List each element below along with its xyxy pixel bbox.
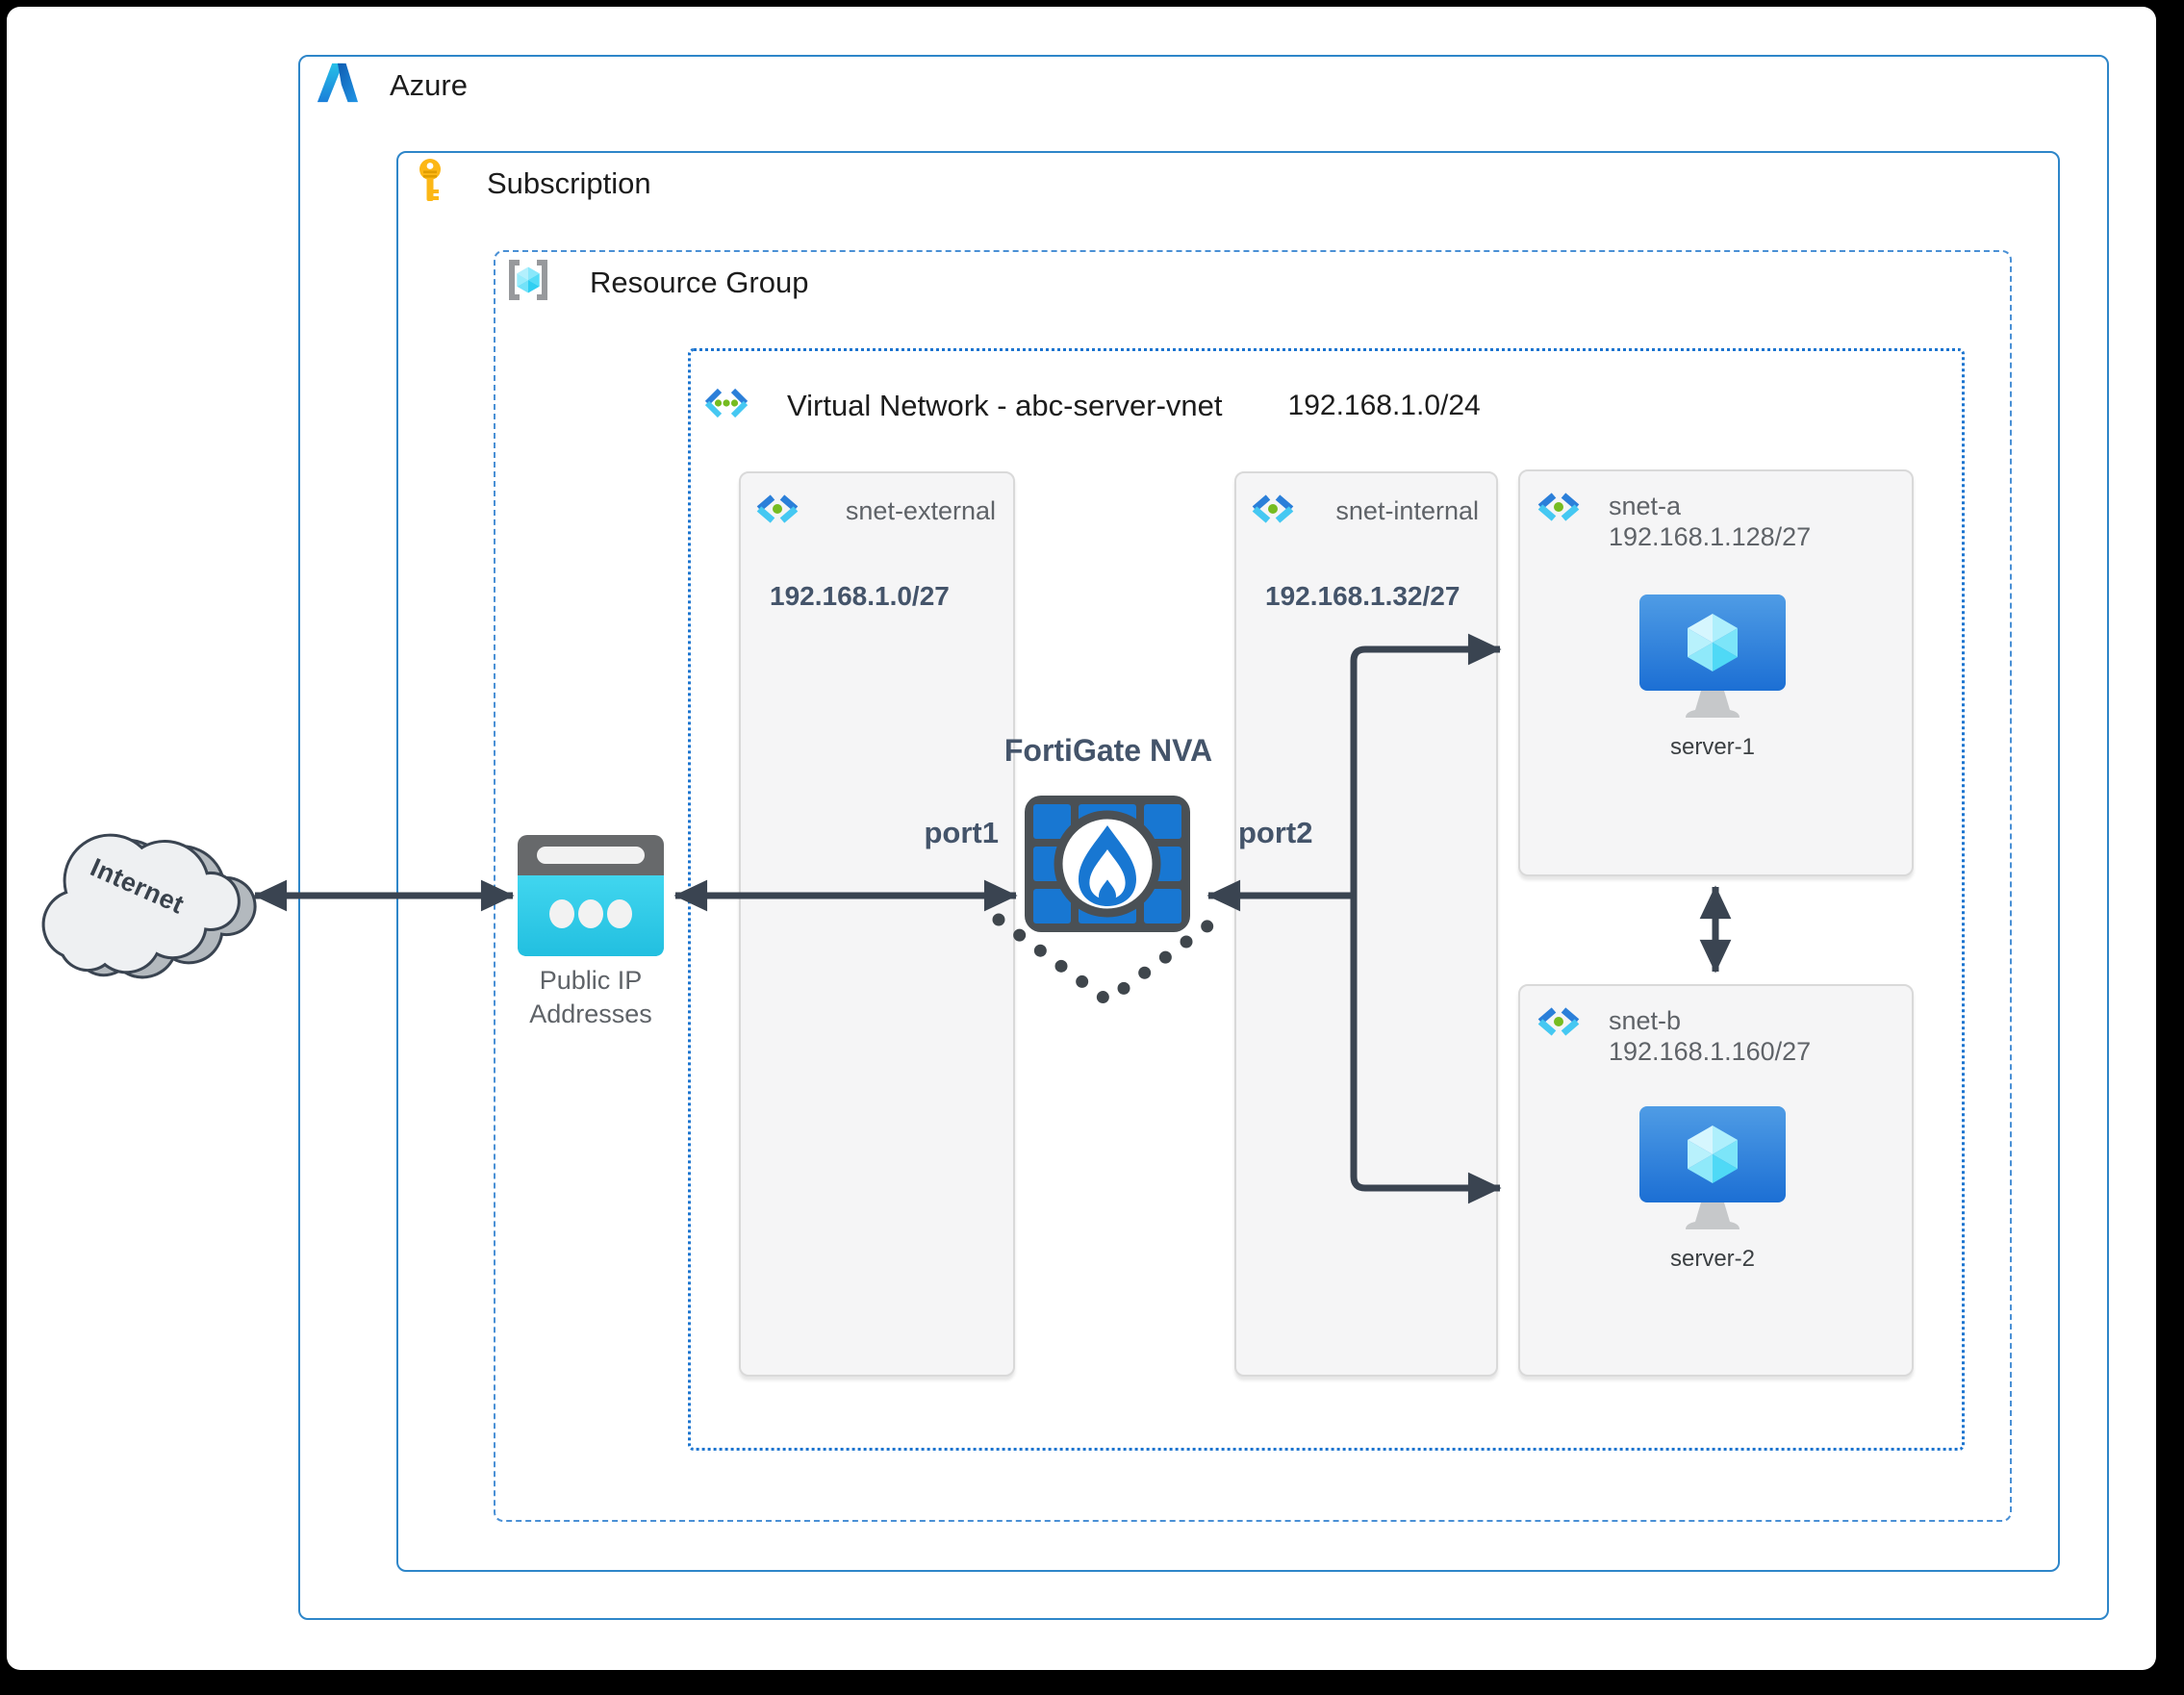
server-1-node: server-1 [1636,595,1790,761]
vnet-icon [702,383,750,428]
subnet-icon [1250,493,1296,530]
subnet-a-header: snet-a 192.168.1.128/27 [1520,471,1912,553]
resource-group-header: Resource Group [505,258,808,307]
public-ip-label: Public IP Addresses [529,966,652,1029]
subscription-label: Subscription [487,165,651,200]
subnet-b-box: snet-b 192.168.1.160/27 [1518,984,1914,1377]
vnet-header: Virtual Network - abc-server-vnet 192.16… [702,383,1481,428]
port1-label: port1 [924,816,1000,849]
server-2-node: server-2 [1636,1106,1790,1273]
resource-group-label: Resource Group [590,265,809,299]
subnet-icon [1536,1005,1582,1043]
vm-icon [1639,595,1786,718]
subnet-internal-cidr: 192.168.1.32/27 [1265,581,1460,611]
subnet-b-label: snet-b [1609,1006,1682,1035]
subnet-b-header: snet-b 192.168.1.160/27 [1520,986,1912,1068]
vm-icon [1639,1106,1786,1229]
subnet-icon [754,493,800,530]
vnet-cidr: 192.168.1.0/24 [1287,389,1481,421]
azure-label: Azure [390,67,468,102]
server-1-label: server-1 [1669,734,1756,760]
subnet-external-header: snet-external [741,473,1013,530]
subnet-a-cidr: 192.168.1.128/27 [1609,522,1812,552]
azure-header: Azure [315,60,468,111]
public-ip-icon [518,835,664,956]
resource-group-icon [505,258,551,307]
fortigate-firewall-icon [1025,796,1190,932]
azure-logo-icon [315,60,359,111]
azure-boundary [298,55,2109,1620]
port2-label: port2 [1238,816,1313,849]
subnet-icon [1536,491,1582,528]
server-2-label: server-2 [1669,1246,1756,1272]
key-icon [416,158,444,209]
subscription-header: Subscription [416,158,651,209]
subnet-internal-box: snet-internal 192.168.1.32/27 [1234,471,1498,1377]
subnet-b-cidr: 192.168.1.160/27 [1609,1037,1812,1067]
subnet-internal-header: snet-internal [1236,473,1496,530]
vnet-label: Virtual Network - abc-server-vnet [787,388,1223,422]
subscription-boundary [396,151,2060,1572]
subnet-a-label: snet-a [1609,492,1682,520]
subnet-external-label: snet-external [845,496,996,525]
firewall-title: FortiGate NVA [1003,733,1213,768]
subnet-external-cidr: 192.168.1.0/27 [770,581,950,611]
subnet-internal-label: snet-internal [1335,496,1479,525]
subnet-external-box: snet-external 192.168.1.0/27 [739,471,1015,1377]
